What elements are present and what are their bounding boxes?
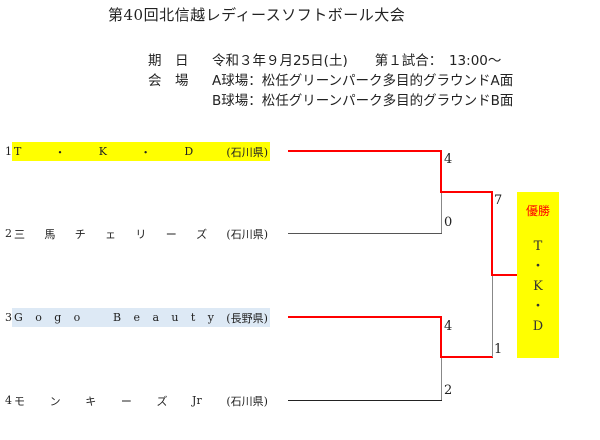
team-name: 三 馬 チ ェ リ ー ズ (石川県) bbox=[12, 224, 270, 243]
name-char: ー bbox=[165, 227, 177, 241]
champion-char: D bbox=[532, 319, 544, 334]
name-char: モ bbox=[14, 394, 25, 408]
team-name: G o g o B e a u t y (長野県) bbox=[12, 308, 270, 327]
name-char: ェ bbox=[105, 227, 117, 241]
venue-a: A球場：松任グリーンパーク多目的グラウンドA面 bbox=[212, 73, 514, 89]
bracket-line-team2 bbox=[288, 233, 442, 234]
name-char: u bbox=[171, 311, 179, 324]
champion-name: T ・ K ・ D bbox=[517, 237, 559, 337]
team-prefecture: (石川県) bbox=[226, 145, 268, 159]
bracket-vertical-winner-final bbox=[491, 191, 493, 276]
name-char: リ bbox=[135, 227, 147, 241]
team-row-4: 4 モ ン キ ー ズ Jr (石川県) bbox=[0, 391, 270, 410]
seed-number: 3 bbox=[5, 311, 12, 324]
score-final-top: 7 bbox=[494, 193, 503, 208]
name-char: T bbox=[14, 145, 22, 158]
name-char: Jr bbox=[192, 394, 202, 407]
score-semi1-team2: 0 bbox=[444, 215, 453, 230]
name-char: ズ bbox=[156, 394, 168, 408]
champion-char: T bbox=[533, 239, 543, 254]
team-name: モ ン キ ー ズ Jr (石川県) bbox=[12, 391, 270, 410]
champion-char: ・ bbox=[531, 299, 545, 314]
team-prefecture: (石川県) bbox=[226, 227, 268, 241]
name-char: 馬 bbox=[44, 227, 56, 241]
name-char: キ bbox=[85, 394, 97, 408]
team-row-2: 2 三 馬 チ ェ リ ー ズ (石川県) bbox=[0, 224, 270, 243]
seed-number: 2 bbox=[5, 227, 12, 240]
name-char: y bbox=[207, 311, 214, 324]
score-final-bottom: 1 bbox=[494, 342, 503, 357]
bracket-vertical-winner-semi2 bbox=[440, 316, 442, 358]
bracket-line-champion bbox=[491, 274, 517, 276]
bracket-vertical-loser-final bbox=[492, 275, 493, 357]
name-char: a bbox=[152, 311, 159, 324]
venue-label: 会 場 bbox=[148, 73, 189, 89]
bracket-line-semi2-winner bbox=[440, 356, 493, 358]
name-char: ズ bbox=[196, 227, 208, 241]
bracket-line-semi1-winner bbox=[440, 191, 493, 193]
bracket-vertical-loser-semi1 bbox=[441, 192, 442, 234]
seed-number: 1 bbox=[5, 145, 12, 158]
name-char: ー bbox=[120, 394, 132, 408]
bracket-vertical-loser-semi2 bbox=[441, 357, 442, 401]
name-char: ・ bbox=[140, 145, 152, 159]
name-char: t bbox=[190, 311, 196, 324]
champion-char: K bbox=[533, 279, 543, 294]
date-value: 令和３年９月25日(土) 第１試合： 13:00〜 bbox=[212, 53, 502, 69]
name-char: ン bbox=[49, 394, 61, 408]
score-semi2-team3: 4 bbox=[444, 319, 453, 334]
name-char: 三 bbox=[14, 227, 25, 241]
team-row-3: 3 G o g o B e a u t y (長野県) bbox=[0, 308, 270, 327]
name-char: o bbox=[73, 311, 81, 324]
champion-box: 優勝 T ・ K ・ D bbox=[517, 192, 559, 358]
bracket-line-team1 bbox=[288, 150, 442, 152]
champion-char: ・ bbox=[531, 259, 545, 274]
score-semi1-team1: 4 bbox=[444, 152, 453, 167]
name-char: D bbox=[184, 145, 194, 158]
team-row-1: 1 T ・ K ・ D (石川県) bbox=[0, 142, 270, 161]
bracket-line-team3 bbox=[288, 316, 442, 318]
name-char: チ bbox=[74, 227, 86, 241]
page-title: 第40回北信越レディースソフトボール大会 bbox=[108, 6, 406, 24]
name-char: B bbox=[113, 311, 122, 324]
champion-label: 優勝 bbox=[525, 204, 550, 218]
name-char: K bbox=[98, 145, 107, 158]
bracket-vertical-winner-semi1 bbox=[440, 150, 442, 193]
score-semi2-team4: 2 bbox=[444, 383, 453, 398]
team-prefecture: (長野県) bbox=[226, 311, 268, 325]
team-prefecture: (石川県) bbox=[226, 394, 268, 408]
seed-number: 4 bbox=[5, 394, 12, 407]
name-char: e bbox=[133, 311, 141, 324]
name-char: G bbox=[14, 311, 23, 324]
name-char: o bbox=[35, 311, 42, 324]
name-char: g bbox=[54, 311, 62, 324]
venue-b: B球場：松任グリーンパーク多目的グラウンドB面 bbox=[212, 93, 514, 109]
team-name: T ・ K ・ D (石川県) bbox=[12, 142, 270, 161]
date-label: 期 日 bbox=[148, 53, 189, 69]
bracket-line-team4 bbox=[288, 400, 442, 401]
name-char: ・ bbox=[54, 145, 66, 159]
